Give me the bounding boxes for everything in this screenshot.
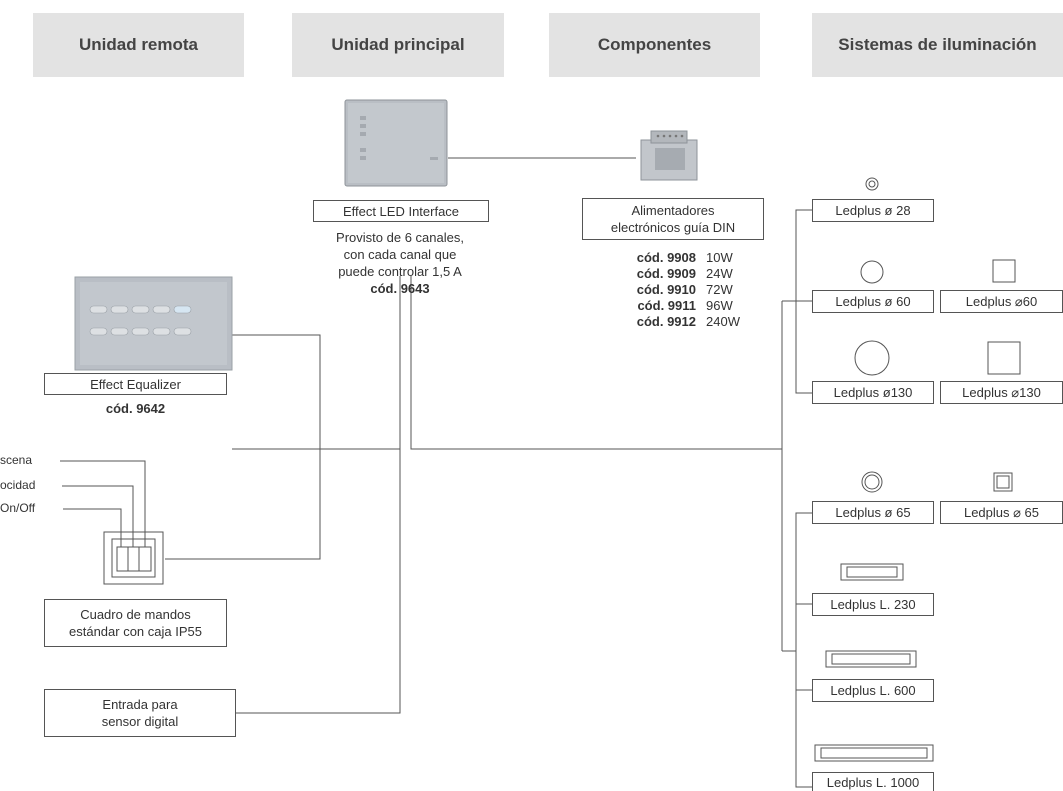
switch-label-onoff: On/Off [0, 501, 36, 515]
sensor-input-line1: Entrada para [102, 697, 178, 712]
control-box-line2: estándar con caja IP55 [69, 624, 202, 639]
ledplus-600-label: Ledplus L. 600 [830, 683, 916, 698]
led-interface-desc-line2: con cada canal que [343, 247, 457, 262]
led-interface-device-image [344, 99, 448, 187]
header-remote-unit: Unidad remota [33, 13, 244, 77]
ledplus-65-box: Ledplus ø 65 [812, 501, 934, 524]
ledplus-1000-label: Ledplus L. 1000 [826, 774, 920, 790]
ledplus-600-symbol [825, 650, 917, 668]
ledplus-square-130-symbol [987, 341, 1021, 375]
ledplus-230-symbol [840, 563, 904, 581]
ledplus-square-65-box: Ledplus ⌀ 65 [940, 501, 1063, 524]
header-components: Componentes [549, 13, 760, 77]
control-box-line1: Cuadro de mandos [80, 607, 191, 622]
sensor-input-line2: sensor digital [101, 714, 179, 729]
control-box-switch-image [103, 531, 164, 585]
ledplus-square-65-symbol [993, 472, 1013, 492]
ledplus-square-130-box: Ledplus ⌀130 [940, 381, 1063, 404]
ledplus-square-60-label: Ledplus ⌀60 [965, 294, 1038, 309]
ledplus-130-symbol [854, 340, 890, 376]
led-interface-label-box: Effect LED Interface [313, 200, 489, 222]
ledplus-square-130-label: Ledplus ⌀130 [962, 385, 1041, 400]
ledplus-square-60-symbol [992, 259, 1016, 283]
control-box-label-box: Cuadro de mandos estándar con caja IP55 [44, 599, 227, 647]
ledplus-65-label: Ledplus ø 65 [835, 505, 911, 520]
switch-label-speed: ocidad [0, 478, 36, 492]
led-interface-desc-line3: puede controlar 1,5 A [338, 264, 462, 279]
ledplus-130-label: Ledplus ø130 [833, 385, 913, 400]
ledplus-65-symbol [861, 471, 883, 493]
ledplus-square-65-label: Ledplus ⌀ 65 [963, 505, 1040, 520]
ledplus-230-label: Ledplus L. 230 [830, 597, 916, 612]
effect-equalizer-device-image [74, 276, 233, 371]
equalizer-label-box: Effect Equalizer [44, 373, 227, 395]
led-interface-description: Provisto de 6 canales, con cada canal qu… [300, 229, 500, 297]
ledplus-28-label: Ledplus ø 28 [835, 203, 911, 218]
sensor-input-box: Entrada para sensor digital [44, 689, 236, 737]
power-supply-label-box: Alimentadores electrónicos guía DIN [582, 198, 764, 240]
header-lighting-systems: Sistemas de iluminación [812, 13, 1063, 77]
ledplus-60-label: Ledplus ø 60 [835, 294, 911, 309]
led-interface-code: cód. 9643 [370, 281, 430, 296]
header-main-unit: Unidad principal [292, 13, 504, 77]
ledplus-28-box: Ledplus ø 28 [812, 199, 934, 222]
power-supply-title-line2: electrónicos guía DIN [610, 220, 736, 235]
ledplus-square-60-box: Ledplus ⌀60 [940, 290, 1063, 313]
ledplus-230-box: Ledplus L. 230 [812, 593, 934, 616]
ledplus-130-box: Ledplus ø130 [812, 381, 934, 404]
ledplus-1000-box: Ledplus L. 1000 [812, 772, 934, 791]
ledplus-1000-symbol [814, 744, 934, 762]
equalizer-code: cód. 9642 [105, 401, 166, 416]
led-interface-name: Effect LED Interface [342, 203, 460, 219]
led-interface-desc-line1: Provisto de 6 canales, [336, 230, 464, 245]
switch-label-scene: scena [0, 453, 33, 467]
ledplus-60-symbol [860, 260, 884, 284]
din-power-supply-image [640, 130, 698, 181]
ledplus-28-symbol [865, 177, 879, 191]
ledplus-600-box: Ledplus L. 600 [812, 679, 934, 702]
power-supply-title-line1: Alimentadores [631, 203, 715, 218]
ledplus-60-box: Ledplus ø 60 [812, 290, 934, 313]
equalizer-name: Effect Equalizer [90, 376, 181, 392]
